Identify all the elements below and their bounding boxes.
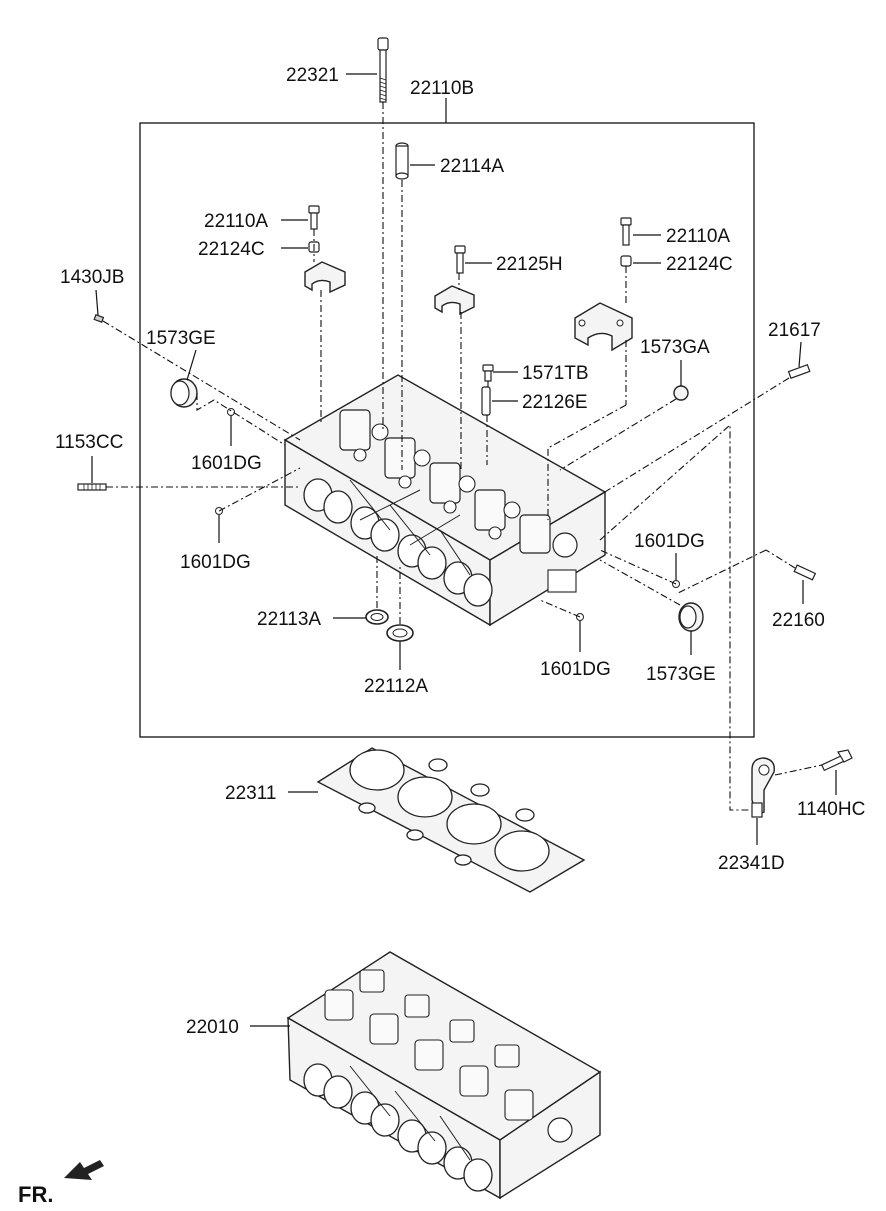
seal-ring-22112A (386, 624, 414, 642)
dowel-pin (481, 386, 491, 416)
label-1573ge-left: 1573GE (146, 328, 216, 349)
label-22114a: 22114A (440, 156, 504, 177)
label-22160: 22160 (772, 610, 825, 631)
head-bolt (377, 37, 389, 103)
label-22110b: 22110B (410, 78, 474, 99)
head-gasket (316, 747, 586, 893)
label-22113a: 22113A (257, 609, 321, 630)
label-21617: 21617 (768, 320, 821, 341)
plug-right (678, 602, 704, 632)
stud-upper (787, 363, 811, 379)
label-22124c-left: 22124C (198, 239, 265, 260)
label-1601dg-4: 1601DG (540, 659, 611, 680)
label-22112a: 22112A (364, 676, 428, 697)
cam-cap-front (574, 302, 633, 352)
label-22124c-right: 22124C (666, 254, 733, 275)
label-22321: 22321 (286, 65, 339, 86)
label-22110a-left: 22110A (204, 211, 268, 232)
bushing-right (620, 255, 632, 267)
label-1430jb: 1430JB (60, 267, 124, 288)
label-1153cc: 1153CC (55, 432, 123, 453)
label-1601dg-1: 1601DG (191, 453, 262, 474)
cylinder-head-complete (286, 951, 602, 1200)
label-1571tb: 1571TB (522, 363, 589, 384)
flange-bolt (820, 749, 853, 772)
small-bolt (482, 364, 494, 382)
assembly-frame (139, 122, 755, 738)
label-1601dg-3: 1601DG (634, 531, 705, 552)
label-1140hc: 1140HC (797, 799, 865, 820)
label-22110a-right: 22110A (666, 226, 730, 247)
front-arrow-icon (64, 1160, 104, 1180)
label-1573ge-right: 1573GE (646, 664, 716, 685)
plug-small (673, 385, 689, 401)
label-22125h: 22125H (496, 254, 563, 275)
label-22126e: 22126E (522, 392, 588, 413)
front-label: FR. (18, 1182, 53, 1207)
dowel-tube (395, 142, 409, 180)
label-22311: 22311 (225, 783, 276, 804)
stud-left (77, 483, 107, 491)
part-labels: 22321 22110B 22114A 22110A 22124C 22110A… (55, 65, 865, 1038)
stud-lower (793, 564, 817, 581)
leader-lines (91, 73, 837, 1027)
assembly-lines (102, 102, 823, 811)
cap-bolt-left (308, 205, 320, 230)
front-direction-marker: FR. (18, 1160, 104, 1207)
bracket (751, 757, 775, 818)
label-1601dg-2: 1601DG (180, 552, 251, 573)
cam-cap-middle (434, 285, 475, 316)
pin (93, 313, 105, 323)
cap-bolt-right (620, 217, 632, 246)
label-1573ga: 1573GA (640, 337, 710, 358)
cam-cap-left (304, 261, 346, 294)
cylinder-head-upper (283, 374, 607, 627)
label-22010: 22010 (186, 1017, 239, 1038)
label-22341d: 22341D (718, 853, 785, 874)
cap-bolt-middle (454, 245, 466, 274)
seal-ring-22113A (365, 609, 389, 625)
plug-left (170, 378, 198, 408)
